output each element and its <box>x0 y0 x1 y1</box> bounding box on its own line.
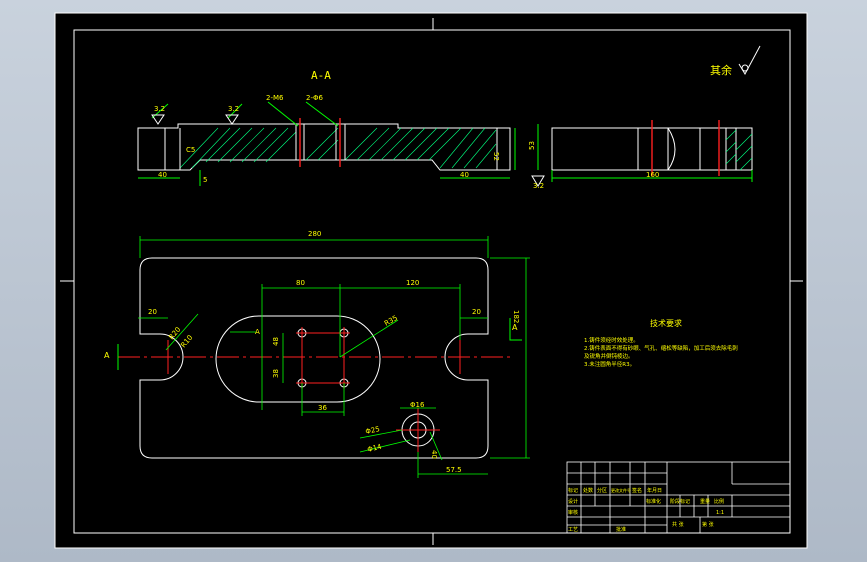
dim-hole-2: Φ14 <box>367 443 383 454</box>
dim-hole-1: Φ25 <box>365 425 381 436</box>
tb-scale-value: 1:1 <box>716 510 724 516</box>
plan-view: A A A 280 182 80 120 20 20 R20 R10 R35 4… <box>104 230 530 478</box>
surface-finish-note: 其余 <box>710 45 761 77</box>
dim-overall-height: 182 <box>512 310 520 323</box>
dim-right-40: 40 <box>430 450 438 459</box>
tb-header-3: 更改文件号 <box>611 487 631 493</box>
title-block <box>566 461 791 534</box>
dim-slot-right: 20 <box>472 308 481 316</box>
dim-center-120: 120 <box>406 279 419 287</box>
cut-marker-center: A <box>255 328 260 336</box>
tb-design: 设计 <box>568 498 578 505</box>
section-dimensions <box>138 101 516 186</box>
roughness-symbol <box>738 45 761 76</box>
roughness-mark-right <box>531 175 545 187</box>
section-centerlines <box>299 118 341 167</box>
plan-dimension-lines <box>138 236 530 478</box>
notes-line-1: 1.铸件须经时效处理。 <box>584 336 639 344</box>
notes-line-2: 2.铸件表面不得有砂眼、气孔、缩松等缺陷，加工后须去除毛刺 <box>584 344 738 352</box>
dim-right-width: 160 <box>646 171 659 179</box>
roughness-left-2: 3.2 <box>228 105 239 113</box>
dim-right-height: 53 <box>528 141 536 150</box>
dim-side-height: 52 <box>492 152 500 161</box>
tb-sheets-total: 共 张 <box>672 521 684 528</box>
section-cut-markers <box>117 318 522 370</box>
tb-weight: 重量 <box>700 498 710 505</box>
notes-title: 技术要求 <box>650 318 682 328</box>
dim-overall-width: 280 <box>308 230 321 238</box>
tb-stage-mark: 阶段标记 <box>670 498 690 505</box>
tb-header-0: 标记 <box>568 487 578 494</box>
tb-header-1: 处数 <box>583 487 593 494</box>
notes-line-4: 3.未注圆角半径R3。 <box>584 360 635 368</box>
notes-line-3: 及锐角并倒钝棱边。 <box>584 352 634 360</box>
dim-slot-left: 20 <box>148 308 157 316</box>
dim-hole-top: Φ16 <box>410 401 425 409</box>
tb-review: 审核 <box>568 509 578 516</box>
roughness-right: 3.2 <box>533 182 544 190</box>
section-label: A-A <box>311 69 331 82</box>
side-view-hatch <box>725 129 753 171</box>
dim-horiz-36: 36 <box>318 404 327 412</box>
plan-outline <box>139 257 489 459</box>
plan-centerlines <box>118 327 510 452</box>
oblong-pocket <box>215 315 381 403</box>
dim-vert-38: 38 <box>272 369 280 378</box>
tb-header-2: 分区 <box>597 487 607 494</box>
section-inner-lines <box>164 124 498 170</box>
hole-note-2: 2-Φ6 <box>306 94 323 102</box>
cut-marker-left: A <box>104 351 110 360</box>
roughness-left-1: 3.2 <box>154 105 165 113</box>
tb-scale: 比例 <box>714 498 724 505</box>
tb-sheet-no: 第 张 <box>702 521 714 528</box>
roughness-marks <box>151 114 239 125</box>
tb-process: 工艺 <box>568 527 578 533</box>
dim-vert-48: 48 <box>272 337 280 346</box>
technical-requirements: 技术要求 1.铸件须经时效处理。 2.铸件表面不得有砂眼、气孔、缩松等缺陷，加工… <box>584 318 738 368</box>
hole-note-1: 2-M6 <box>266 94 284 102</box>
section-hatch <box>179 127 497 169</box>
dim-center-80: 80 <box>296 279 305 287</box>
dim-chamfer: C5 <box>186 146 195 154</box>
section-outline <box>137 123 511 171</box>
tb-standardize: 标准化 <box>646 498 661 505</box>
tb-header-5: 年月日 <box>647 487 662 494</box>
cut-marker-right: A <box>512 323 518 332</box>
tb-header-4: 签名 <box>632 487 642 494</box>
tb-approve: 批准 <box>616 526 626 533</box>
center-marks <box>60 18 803 545</box>
drawing-sheet <box>54 12 808 549</box>
section-view-a-a: 3.2 3.2 2-M6 2-Φ6 40 40 52 5 C5 <box>137 94 516 186</box>
finish-note-text: 其余 <box>710 63 732 77</box>
dim-side-left: 40 <box>158 171 167 179</box>
side-view: 3.2 53 160 <box>528 120 753 190</box>
dim-bottom: 57.5 <box>446 466 462 474</box>
dim-side-right: 40 <box>460 171 469 179</box>
title-block-text: 标记 处数 分区 更改文件号 签名 年月日 设计 标准化 审核 工艺 批准 阶段… <box>568 487 724 533</box>
dim-small: 5 <box>203 176 207 184</box>
